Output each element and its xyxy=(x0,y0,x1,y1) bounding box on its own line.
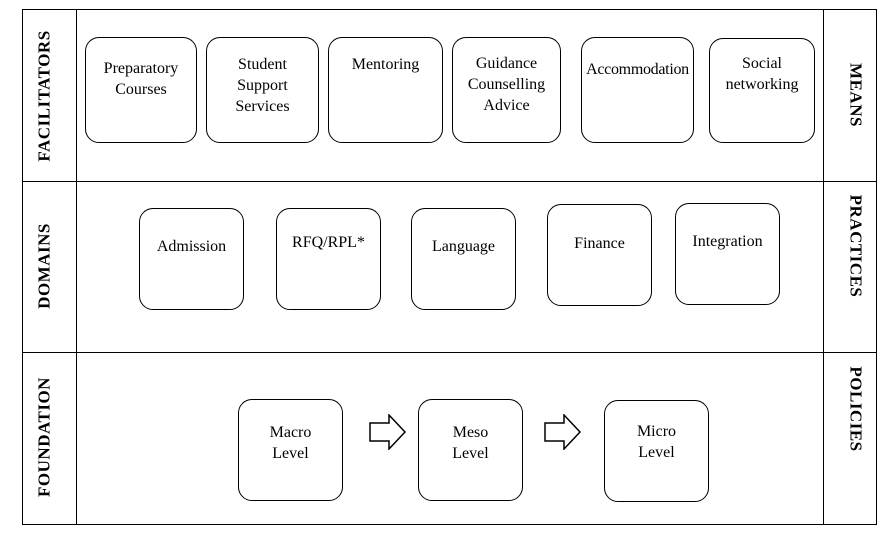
arrow-right-icon xyxy=(544,414,582,450)
row-label-policies: POLICIES xyxy=(846,366,866,452)
box-social-networking: Social networking xyxy=(709,38,815,143)
box-text-line: Language xyxy=(431,238,496,255)
box-macro-level: Macro Level xyxy=(238,399,343,501)
box-text-line: Level xyxy=(638,444,675,461)
box-preparatory-courses: Preparatory Courses xyxy=(85,37,197,143)
box-text-line: Mentoring xyxy=(351,56,420,73)
box-language: Language xyxy=(411,208,516,310)
box-accommodation: Accommodation xyxy=(581,37,694,143)
row-label-domains: DOMAINS xyxy=(34,223,54,309)
box-text-line: Admission xyxy=(156,238,227,255)
box-text-line: Support xyxy=(237,77,288,94)
diagram-frame xyxy=(22,9,877,525)
box-rfq-rpl: RFQ/RPL* xyxy=(276,208,381,310)
box-text-line: Accommodation xyxy=(586,61,689,78)
box-meso-level: Meso Level xyxy=(418,399,523,501)
box-text-line: Preparatory xyxy=(103,60,179,77)
row-label-facilitators: FACILITATORS xyxy=(34,30,54,162)
box-text-line: Macro xyxy=(269,424,312,441)
row-divider-1 xyxy=(22,181,877,182)
row-label-practices: PRACTICES xyxy=(846,194,866,298)
box-text-line: RFQ/RPL* xyxy=(292,234,365,251)
row-label-means: MEANS xyxy=(846,63,866,127)
box-text-line: Level xyxy=(452,445,489,462)
box-guidance-counselling-advice: Guidance Counselling Advice xyxy=(452,37,561,143)
box-text-line: Guidance xyxy=(475,55,538,72)
arrow-right-icon xyxy=(369,414,407,450)
box-text-line: Finance xyxy=(574,235,625,252)
right-column-divider xyxy=(823,9,824,525)
row-label-foundation: FOUNDATION xyxy=(34,377,54,497)
box-text-line: Courses xyxy=(115,81,167,98)
row-divider-2 xyxy=(22,352,877,353)
box-text-line: Advice xyxy=(483,97,530,114)
box-text-line: Micro xyxy=(636,423,677,440)
box-integration: Integration xyxy=(675,203,780,305)
left-column-divider xyxy=(76,9,77,525)
box-text-line: Meso xyxy=(452,424,489,441)
box-text-line: Integration xyxy=(692,233,763,250)
box-micro-level: Micro Level xyxy=(604,400,709,502)
box-finance: Finance xyxy=(547,204,652,306)
box-text-line: Counselling xyxy=(467,76,546,93)
box-text-line: networking xyxy=(725,76,799,93)
box-text-line: Services xyxy=(235,98,290,115)
box-admission: Admission xyxy=(139,208,244,310)
box-student-support-services: Student Support Services xyxy=(206,37,319,143)
box-text-line: Student xyxy=(238,56,287,73)
box-text-line: Level xyxy=(272,445,309,462)
box-text-line: Social xyxy=(742,55,782,72)
box-mentoring: Mentoring xyxy=(328,37,443,143)
